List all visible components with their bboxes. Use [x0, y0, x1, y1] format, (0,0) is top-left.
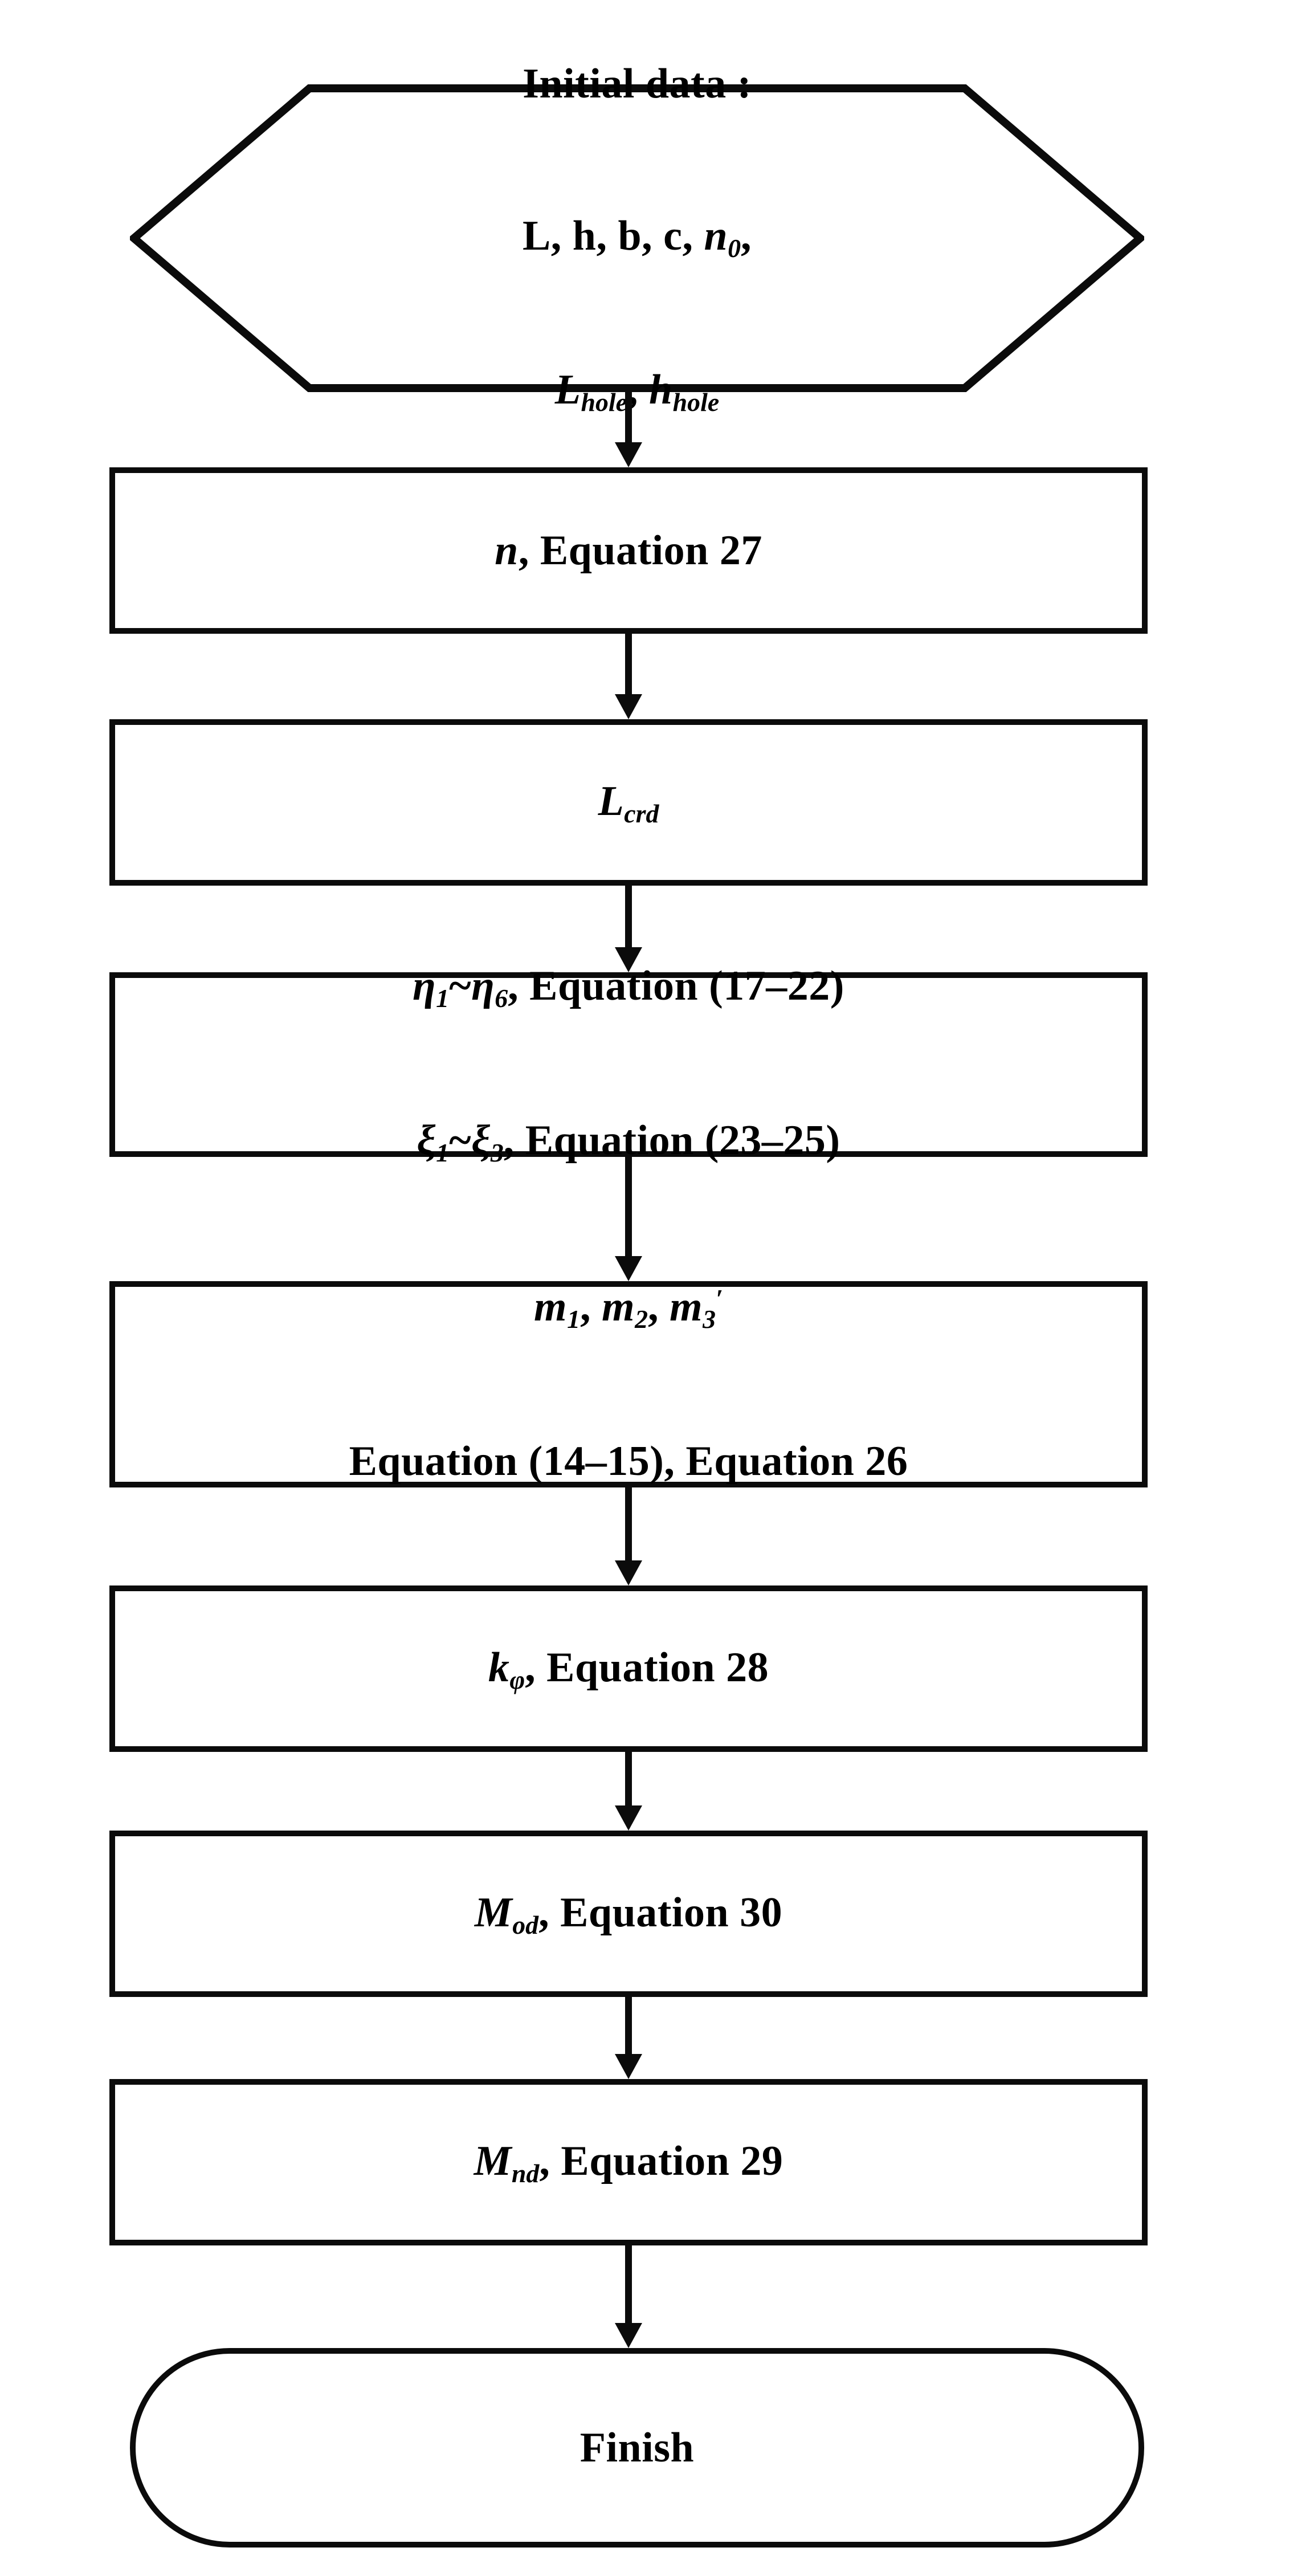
n-equation-27-node[interactable]: n, Equation 27	[109, 467, 1148, 634]
mod-equation-30-label: Mod, Equation 30	[474, 1889, 783, 1939]
mod-equation-30-node[interactable]: Mod, Equation 30	[109, 1831, 1148, 1997]
connector-step3-to-step4	[611, 1157, 646, 1281]
hexagon-outline	[130, 84, 1144, 392]
arrowhead-icon	[615, 2054, 642, 2079]
connector-step4-to-step5	[611, 1487, 646, 1585]
arrowhead-icon	[615, 1560, 642, 1585]
connector-step7-to-finish	[611, 2245, 646, 2348]
lcrd-label: Lcrd	[598, 777, 659, 828]
connector-step5-to-step6	[611, 1752, 646, 1831]
connector-start-to-step1	[611, 392, 646, 467]
m-symbols-line: m1, m2, m3′	[534, 1283, 723, 1334]
finish-node[interactable]: Finish	[130, 2348, 1144, 2548]
xi-line: ξ1~ξ3, Equation (23–25)	[417, 1116, 840, 1167]
initial-data-node[interactable]: Initial data : L, h, b, c, n0, Lhole, hh…	[130, 60, 1144, 417]
eta-line: η1~η6, Equation (17–22)	[413, 963, 844, 1013]
mnd-equation-29-label: Mnd, Equation 29	[474, 2137, 783, 2188]
k-phi-equation-28-label: kφ, Equation 28	[488, 1644, 769, 1694]
finish-label: Finish	[579, 2424, 695, 2471]
eta-xi-equations-node[interactable]: η1~η6, Equation (17–22) ξ1~ξ3, Equation …	[109, 963, 1148, 1167]
arrowhead-icon	[615, 442, 642, 467]
m-values-equations-node[interactable]: m1, m2, m3′ Equation (14–15), Equation 2…	[109, 1281, 1148, 1487]
arrowhead-icon	[615, 2323, 642, 2348]
arrowhead-icon	[615, 694, 642, 719]
m-values-equations-label: m1, m2, m3′ Equation (14–15), Equation 2…	[349, 1181, 908, 1588]
mnd-equation-29-node[interactable]: Mnd, Equation 29	[109, 2079, 1148, 2245]
connector-step1-to-step2	[611, 634, 646, 719]
arrowhead-icon	[615, 1256, 642, 1281]
lcrd-node[interactable]: Lcrd	[109, 719, 1148, 886]
arrowhead-icon	[615, 1805, 642, 1831]
eta-xi-equations-label: η1~η6, Equation (17–22) ξ1~ξ3, Equation …	[413, 860, 844, 1270]
k-phi-equation-28-node[interactable]: kφ, Equation 28	[109, 1585, 1148, 1752]
m-equations-line: Equation (14–15), Equation 26	[349, 1437, 908, 1485]
connector-step6-to-step7	[611, 1997, 646, 2079]
connector-step2-to-step3	[611, 886, 646, 972]
arrowhead-icon	[615, 947, 642, 972]
n-equation-27-label: n, Equation 27	[495, 527, 762, 574]
